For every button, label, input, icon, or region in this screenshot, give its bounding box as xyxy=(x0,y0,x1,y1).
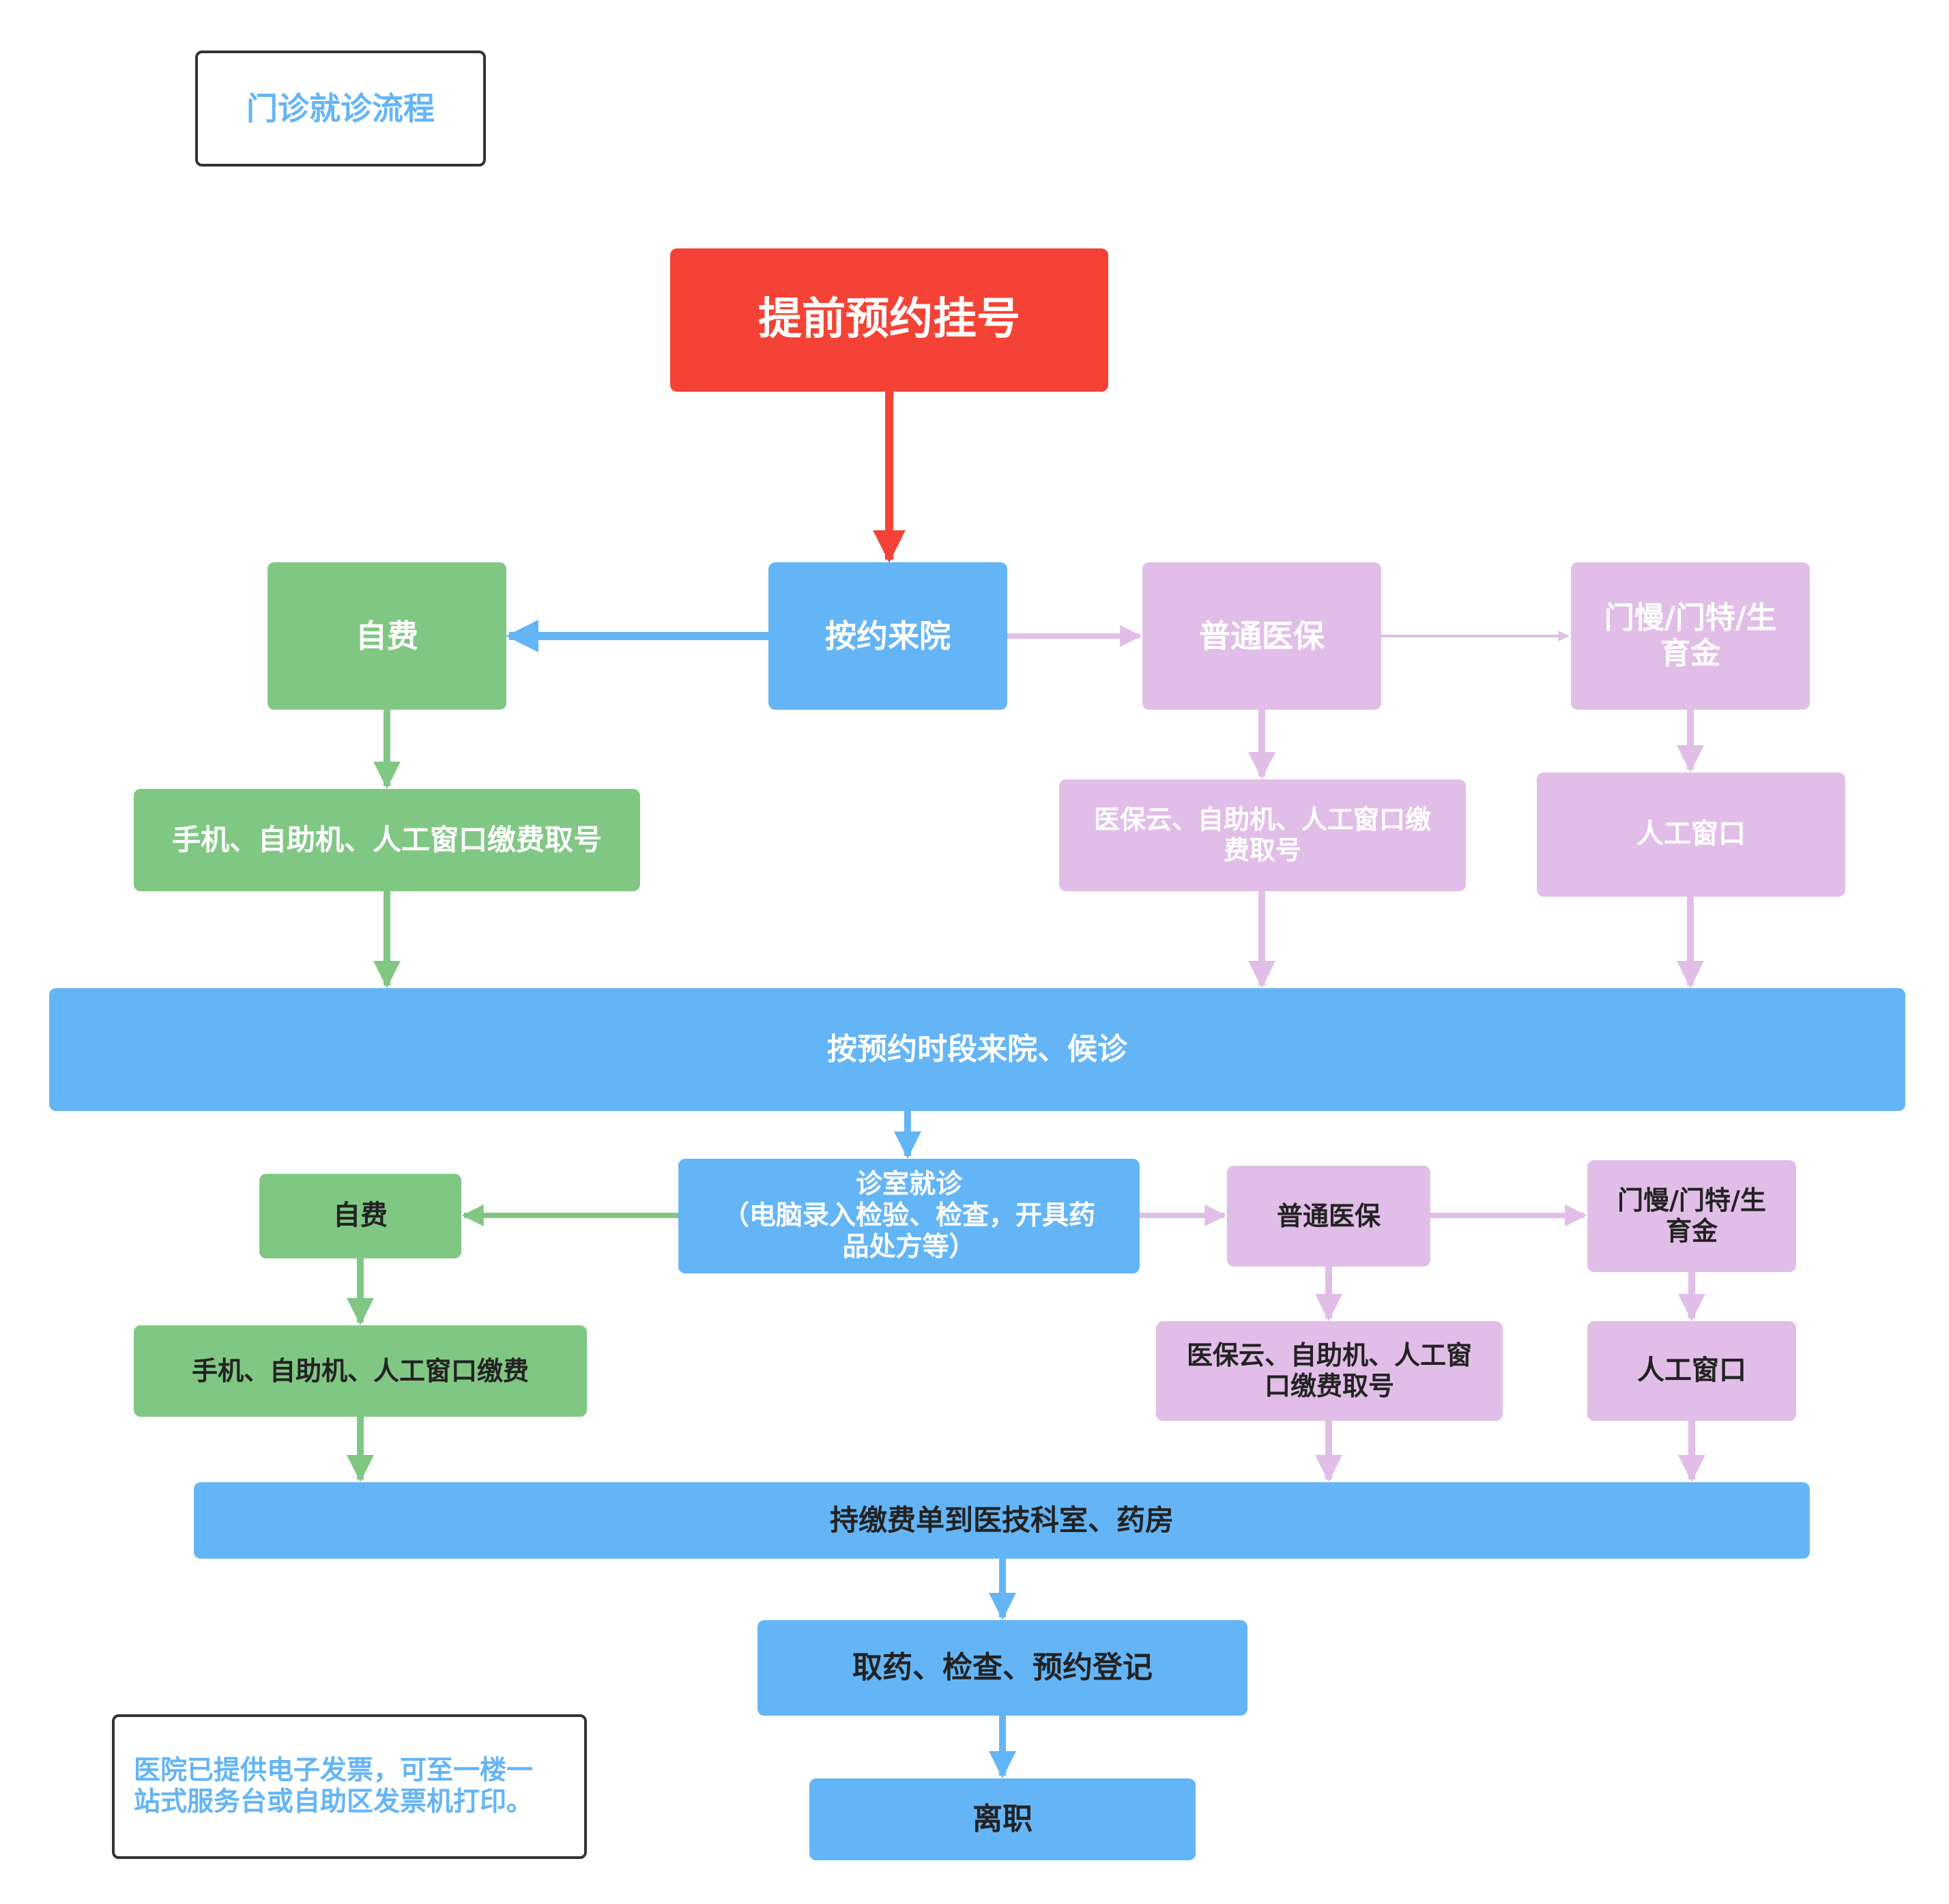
node-special-insurance-1: 门慢/门特/生 育金 xyxy=(1571,562,1810,710)
node-self-pay-1-payment: 手机、自助机、人工窗口缴费取号 xyxy=(134,789,640,891)
node-special-insurance-1-window: 人工窗口 xyxy=(1537,773,1845,897)
node-arrive: 按约来院 xyxy=(768,562,1007,710)
invoice-note: 医院已提供电子发票，可至一楼一 站式服务台或自助区发票机打印。 xyxy=(112,1714,587,1859)
node-self-pay-2-payment: 手机、自助机、人工窗口缴费 xyxy=(134,1325,587,1417)
node-leave: 离职 xyxy=(809,1778,1196,1860)
node-consultation: 诊室就诊 （电脑录入检验、检查，开具药 品处方等） xyxy=(678,1159,1140,1273)
node-pickup: 取药、检查、预约登记 xyxy=(757,1620,1247,1716)
node-medical-insurance-1-payment: 医保云、自助机、人工窗口缴 费取号 xyxy=(1059,779,1466,891)
node-to-department: 持缴费单到医技科室、药房 xyxy=(194,1482,1810,1559)
node-medical-insurance-2: 普通医保 xyxy=(1227,1166,1430,1267)
node-appointment: 提前预约挂号 xyxy=(670,248,1108,392)
node-medical-insurance-2-payment: 医保云、自助机、人工窗 口缴费取号 xyxy=(1156,1321,1503,1421)
node-self-pay-2: 自费 xyxy=(259,1174,461,1258)
node-medical-insurance-1: 普通医保 xyxy=(1142,562,1381,710)
node-self-pay-1: 自费 xyxy=(268,562,506,710)
node-special-insurance-2: 门慢/门特/生 育金 xyxy=(1587,1160,1796,1272)
diagram-title: 门诊就诊流程 xyxy=(195,51,486,167)
node-special-insurance-2-window: 人工窗口 xyxy=(1587,1321,1796,1421)
node-wait: 按预约时段来院、候诊 xyxy=(49,988,1905,1111)
